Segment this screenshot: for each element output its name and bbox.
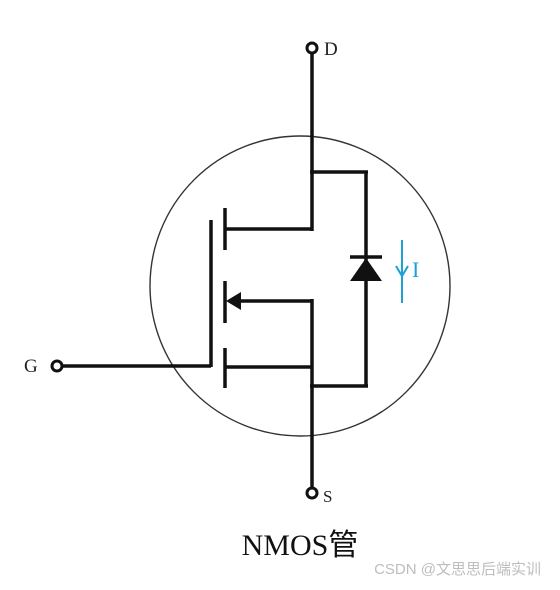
diode-triangle-icon: [350, 258, 382, 281]
gate-lead: [50, 220, 213, 373]
gate-label: G: [24, 356, 38, 377]
drain-terminal-icon: [305, 41, 319, 55]
body-arrow: [226, 292, 314, 386]
current-arrow: [395, 240, 409, 303]
drain-lead: [305, 41, 319, 172]
source-lead: [305, 385, 319, 500]
watermark-text: CSDN @文思思后端实训: [374, 561, 541, 578]
diagram-caption: NMOS管: [242, 529, 359, 562]
arrow-head-icon: [226, 292, 241, 310]
source-label: S: [323, 487, 332, 506]
current-arrow-head-icon: [395, 265, 409, 278]
gate-terminal-icon: [50, 359, 64, 373]
package-circle: [149, 135, 451, 437]
body-diode: [310, 170, 382, 388]
drain-label: D: [324, 39, 338, 60]
drain-connection: [225, 170, 314, 231]
source-terminal-icon: [305, 486, 319, 500]
current-label: I: [412, 257, 419, 282]
